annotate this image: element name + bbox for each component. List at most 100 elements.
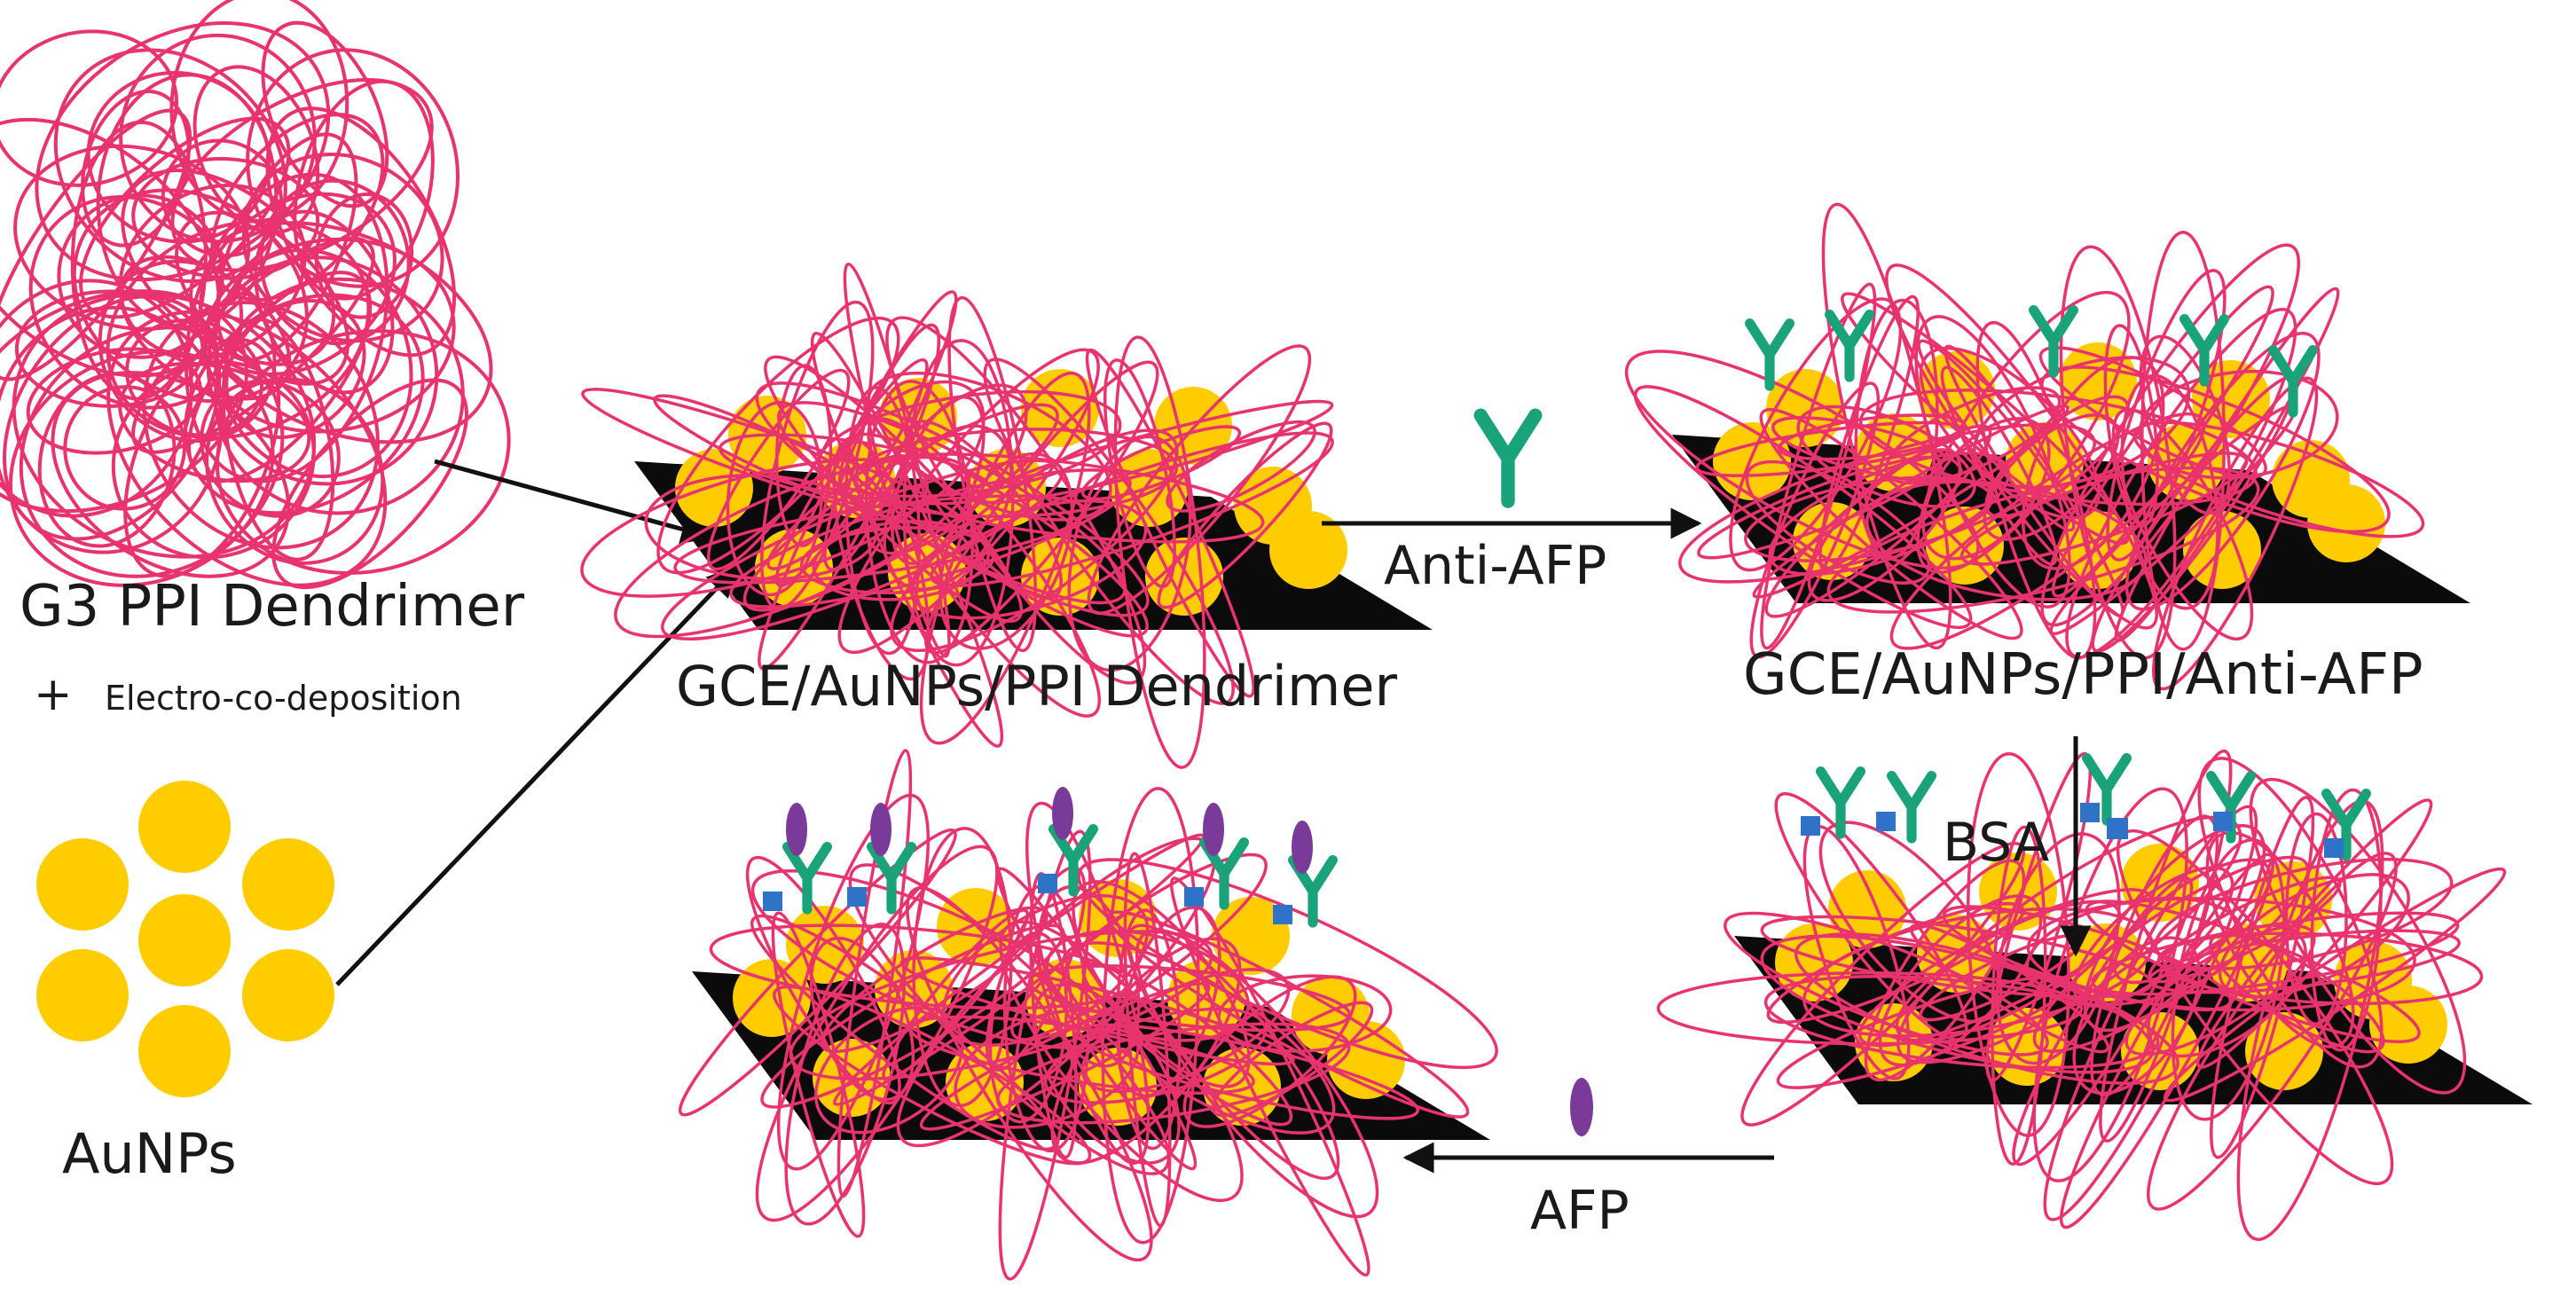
dendrimer-loop bbox=[1169, 876, 1370, 1277]
dendrimer-loop bbox=[1857, 888, 2154, 1048]
dendrimer-loop bbox=[2091, 911, 2460, 996]
dendrimer-loop bbox=[864, 380, 974, 664]
afp-oval-icon bbox=[786, 803, 807, 856]
dendrimer-loop bbox=[213, 247, 413, 479]
dendrimer-loop bbox=[215, 329, 511, 576]
dendrimer-loop bbox=[1113, 335, 1206, 769]
dendrimer-loop bbox=[771, 911, 866, 1238]
dendrimer-loop bbox=[1032, 983, 1181, 1165]
bsa-square-icon bbox=[1038, 874, 1057, 893]
dendrimer-loop bbox=[745, 855, 901, 1105]
dendrimer-loop bbox=[848, 863, 1171, 1175]
dendrimer-loop bbox=[2148, 929, 2461, 994]
dendrimer-loop bbox=[216, 132, 358, 362]
electro-co-deposition-label: Electro-co-deposition bbox=[105, 679, 462, 718]
dendrimer-loop bbox=[773, 985, 1092, 1166]
dendrimer-loop bbox=[131, 236, 375, 454]
aunp-particle bbox=[138, 781, 231, 873]
dendrimer-loop bbox=[2124, 924, 2316, 1057]
antibody-icon bbox=[1824, 309, 1875, 382]
dendrimer-loop bbox=[1126, 923, 1340, 1181]
electrode-stage3 bbox=[1656, 749, 2533, 1241]
dendrimer-loop bbox=[1984, 395, 2130, 519]
dendrimer-loop bbox=[810, 331, 1004, 748]
dendrimer-loop bbox=[1944, 344, 2124, 617]
dendrimer-loop bbox=[1821, 202, 1952, 650]
dendrimer-loop bbox=[726, 400, 824, 597]
dendrimer-loop bbox=[906, 420, 1063, 600]
gold-nanoparticle bbox=[1828, 870, 1906, 948]
afp-oval-icon bbox=[1052, 787, 1073, 840]
dendrimer-loop bbox=[198, 192, 397, 376]
dendrimer-loop bbox=[678, 828, 957, 1117]
dendrimer-loop bbox=[1633, 385, 1973, 630]
dendrimer-loop bbox=[919, 371, 1091, 745]
aunps-cluster-icon bbox=[36, 781, 334, 1097]
dendrimer-loop bbox=[2154, 858, 2454, 970]
aunp-particle bbox=[242, 949, 334, 1041]
dendrimer-loop bbox=[205, 376, 385, 565]
electrode-stage4 bbox=[678, 749, 1498, 1281]
dendrimer-loop bbox=[81, 90, 191, 247]
antibody-icon bbox=[1744, 318, 1795, 391]
dendrimer-loop bbox=[2026, 897, 2416, 1012]
dendrimer-loop bbox=[1884, 386, 2062, 485]
dendrimer-loop bbox=[719, 433, 993, 506]
aunp-particle bbox=[36, 838, 129, 931]
dendrimer-loop bbox=[0, 108, 192, 381]
dendrimer-loop bbox=[755, 844, 999, 1222]
dendrimer-loop bbox=[106, 310, 388, 587]
dendrimer-loop bbox=[947, 295, 1038, 653]
dendrimer-loop bbox=[656, 316, 900, 575]
dendrimer-loop bbox=[1067, 435, 1192, 672]
antibody-icon bbox=[2321, 788, 2372, 861]
stage2-label: GCE/AuNPs/PPI/Anti-AFP bbox=[1743, 642, 2423, 708]
dendrimer-loop bbox=[53, 48, 287, 284]
aunp-particle bbox=[138, 894, 231, 986]
bsa-square-icon bbox=[1801, 816, 1820, 836]
bsa-square-icon bbox=[2324, 838, 2344, 858]
dendrimer-loop bbox=[175, 210, 350, 386]
dendrimer-loop bbox=[581, 388, 966, 530]
antibody-icon bbox=[1473, 408, 1543, 508]
dendrimer-loop bbox=[673, 494, 1088, 585]
dendrimer-loop bbox=[35, 20, 331, 282]
dendrimer-loop bbox=[2138, 369, 2339, 480]
dendrimer-loop bbox=[2205, 830, 2355, 1049]
dendrimer-loop bbox=[2124, 332, 2321, 611]
antibody-icon bbox=[2267, 344, 2319, 418]
dendrimer-loop bbox=[1796, 405, 1976, 508]
bsa-square-icon bbox=[1184, 887, 1204, 907]
dendrimer-loop bbox=[2147, 852, 2398, 1211]
bsa-square-icon bbox=[2107, 818, 2128, 839]
aunp-particle bbox=[138, 1005, 231, 1097]
dendrimer-loop bbox=[2032, 855, 2310, 1053]
dendrimer-loop bbox=[1841, 292, 2130, 546]
dendrimer-loop bbox=[2120, 373, 2219, 610]
dendrimer-loop bbox=[1749, 381, 1881, 659]
electrode-stage2 bbox=[1624, 202, 2470, 691]
afp-oval-icon bbox=[1203, 803, 1224, 856]
dendrimer-loop bbox=[2040, 365, 2391, 534]
afp-oval-icon bbox=[1570, 1078, 1593, 1136]
dendrimer-loop bbox=[1116, 908, 1182, 1151]
dendrimer-loop bbox=[2152, 376, 2319, 691]
dendrimer-loop bbox=[96, 73, 279, 329]
afp-label: AFP bbox=[1530, 1180, 1630, 1242]
dendrimer-loop bbox=[192, 65, 320, 235]
dendrimer-loop bbox=[1865, 480, 2148, 601]
aunps-label: AuNPs bbox=[62, 1121, 237, 1186]
dendrimer-loop bbox=[983, 357, 1235, 705]
bsa-square-icon bbox=[2213, 812, 2233, 831]
dendrimer-loop bbox=[1745, 460, 1931, 585]
afp-oval-icon bbox=[870, 803, 891, 856]
antibody-icon bbox=[1886, 770, 1937, 844]
antibody-icon bbox=[2179, 313, 2230, 387]
antibody-icon bbox=[2081, 752, 2132, 826]
dendrimer-loop bbox=[1050, 937, 1242, 1165]
dendrimer-loop bbox=[1919, 346, 2101, 520]
dendrimer-loop bbox=[2043, 805, 2258, 1222]
dendrimer-loop bbox=[12, 292, 317, 559]
gold-nanoparticle bbox=[2369, 986, 2447, 1064]
bsa-square-icon bbox=[847, 887, 867, 907]
